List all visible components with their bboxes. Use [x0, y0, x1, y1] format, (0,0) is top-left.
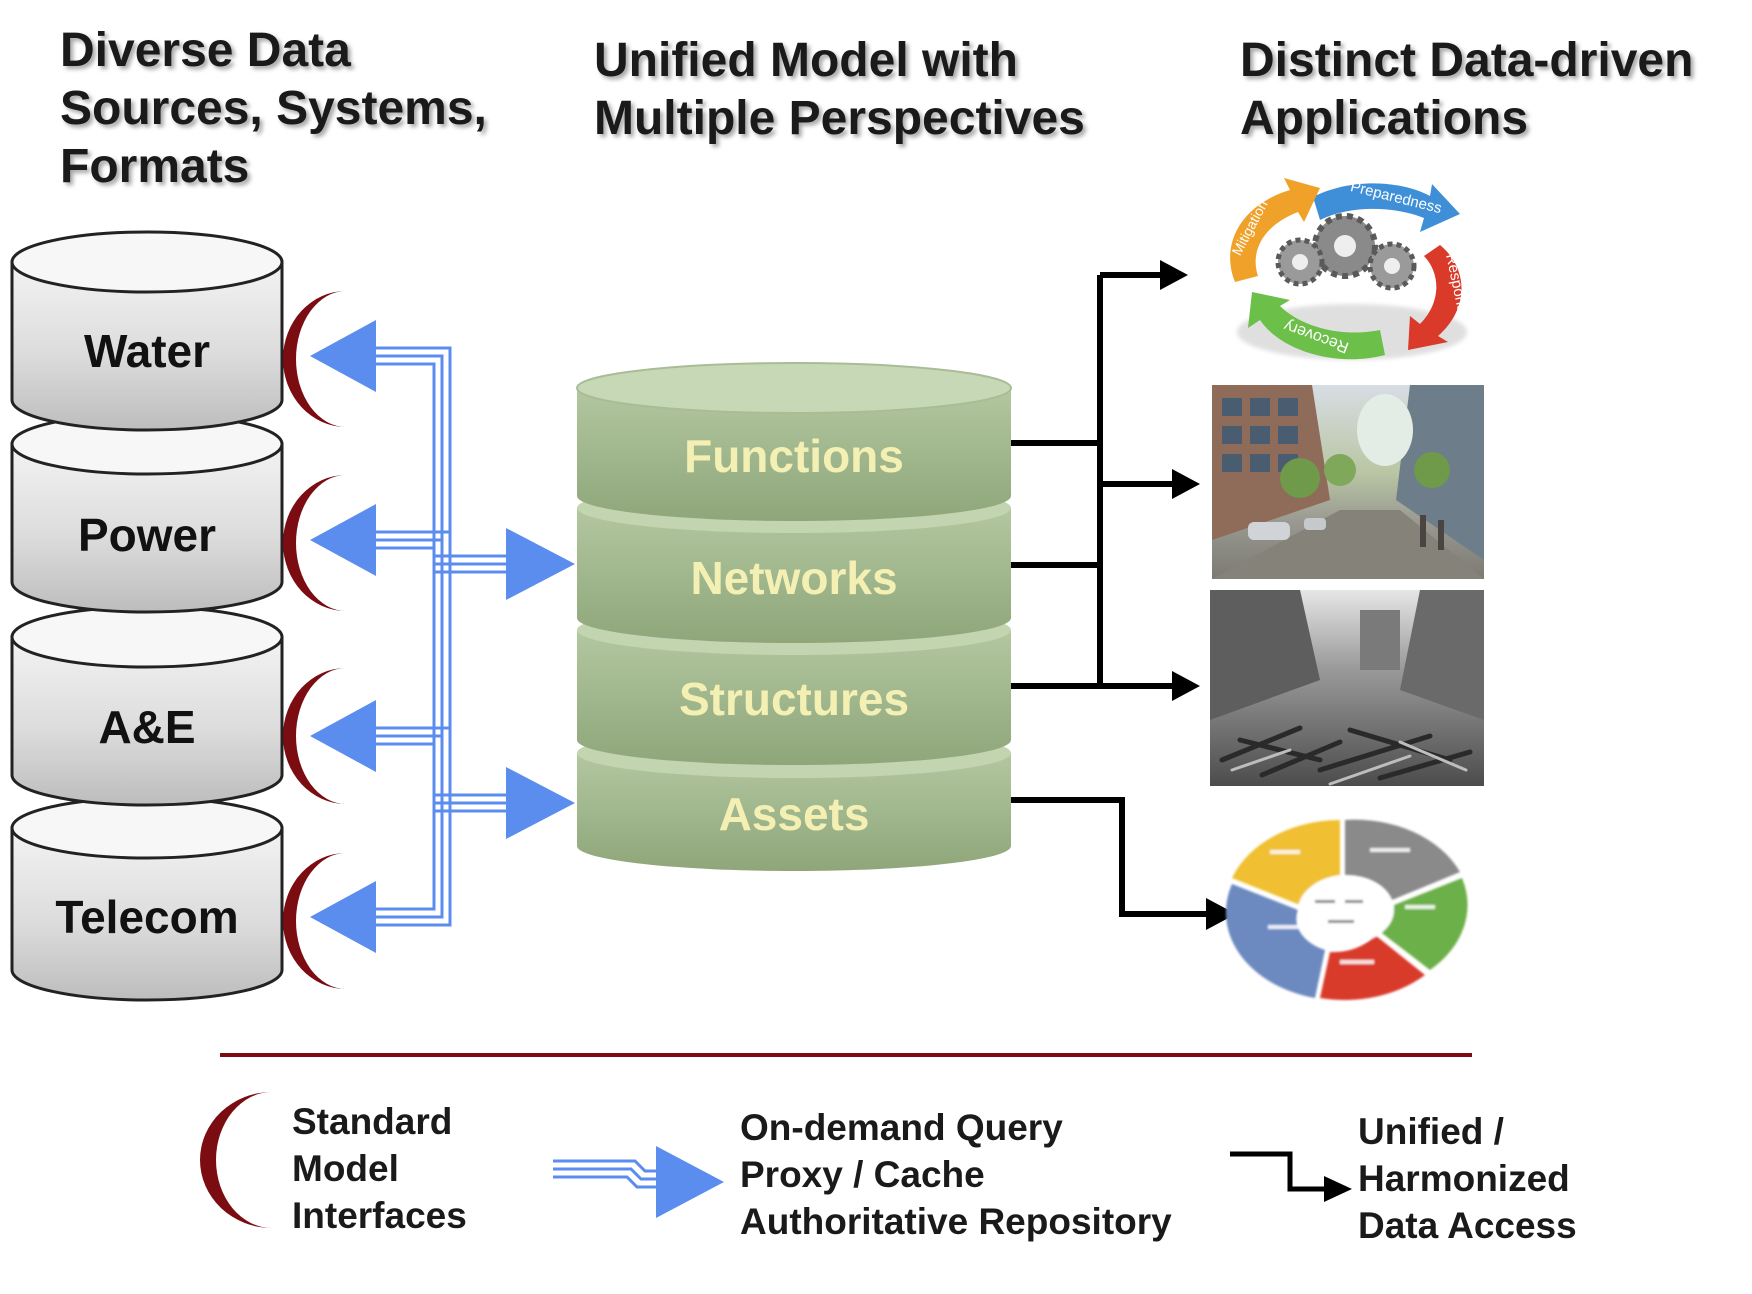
layer-label-networks: Networks: [690, 552, 897, 604]
legend-access-text: Unified / Harmonized Data Access: [1358, 1108, 1577, 1249]
arrowhead-to-ruin-app: [1172, 671, 1200, 701]
source-cylinder-telecom: Telecom: [10, 796, 284, 1002]
crescent-interface-telecom: [283, 853, 346, 989]
legend-interfaces-line2: Model: [292, 1148, 399, 1189]
legend-crescent-icon: [200, 1092, 272, 1228]
crescent-interface-water: [283, 291, 346, 427]
arrowhead-to-city-app: [1172, 469, 1200, 499]
arrowhead-to-water: [310, 320, 376, 392]
header-model-line1: Unified Model with: [594, 34, 1018, 87]
arrowhead-to-lifecycle-app: [1206, 898, 1236, 930]
legend-interfaces-line1: Standard: [292, 1101, 453, 1142]
header-sources: Diverse Data Sources, Systems, Formats: [60, 22, 487, 196]
source-label-power: Power: [78, 509, 216, 561]
crescent-interface-ae: [283, 668, 346, 804]
arrowhead-to-model-upper: [506, 528, 575, 600]
app-lifecycle-wheel: [1225, 819, 1468, 1001]
header-apps-line1: Distinct Data-driven: [1240, 34, 1694, 87]
header-apps: Distinct Data-driven Applications: [1240, 32, 1693, 148]
legend-access-line3: Data Access: [1358, 1205, 1577, 1246]
layer-label-structures: Structures: [679, 673, 909, 725]
layer-label-assets: Assets: [719, 788, 870, 840]
legend-access-line1: Unified /: [1358, 1111, 1504, 1152]
header-model-line2: Multiple Perspectives: [594, 92, 1085, 145]
header-sources-line3: Formats: [60, 140, 250, 193]
crescent-interface-power: [283, 475, 346, 611]
header-sources-line1: Diverse Data: [60, 24, 351, 77]
legend-access-line2: Harmonized: [1358, 1158, 1570, 1199]
cycle-label-preparedness: Preparedness: [1349, 178, 1444, 217]
source-cylinder-ae: A&E: [10, 605, 284, 807]
legend-access-connector-icon: [1230, 1151, 1352, 1202]
legend-query-line3: Authoritative Repository: [740, 1201, 1172, 1242]
layer-label-functions: Functions: [684, 430, 904, 482]
source-label-telecom: Telecom: [55, 891, 238, 943]
arrowhead-to-cycle-app: [1160, 260, 1188, 290]
header-model: Unified Model with Multiple Perspectives: [594, 32, 1085, 148]
arrowhead-to-telecom: [310, 881, 376, 953]
header-apps-line2: Applications: [1240, 92, 1529, 145]
app-city-street-image: [1212, 385, 1484, 579]
arrowhead-to-model-lower: [506, 767, 575, 839]
legend-interfaces-text: Standard Model Interfaces: [292, 1098, 467, 1239]
app-damaged-street-image: [1210, 590, 1484, 786]
source-label-water: Water: [84, 325, 210, 377]
header-sources-line2: Sources, Systems,: [60, 82, 487, 135]
legend-query-text: On-demand Query Proxy / Cache Authoritat…: [740, 1104, 1172, 1245]
arrowhead-to-power: [310, 504, 376, 576]
query-pipes: [370, 346, 510, 927]
arrowhead-to-ae: [310, 700, 376, 772]
unified-model-stack: Functions Networks Structures Assets: [576, 362, 1012, 871]
legend-query-line2: Proxy / Cache: [740, 1154, 985, 1195]
data-access-connectors: [1011, 272, 1210, 917]
app-emergency-cycle: Preparedness Response Recovery Mitigatio…: [1228, 178, 1473, 360]
legend-query-line1: On-demand Query: [740, 1107, 1063, 1148]
source-cylinder-water: Water: [10, 230, 284, 432]
legend-query-pipe-icon: [553, 1146, 724, 1218]
source-cylinder-power: Power: [10, 412, 284, 614]
source-label-ae: A&E: [98, 701, 195, 753]
legend-interfaces-line3: Interfaces: [292, 1195, 467, 1236]
